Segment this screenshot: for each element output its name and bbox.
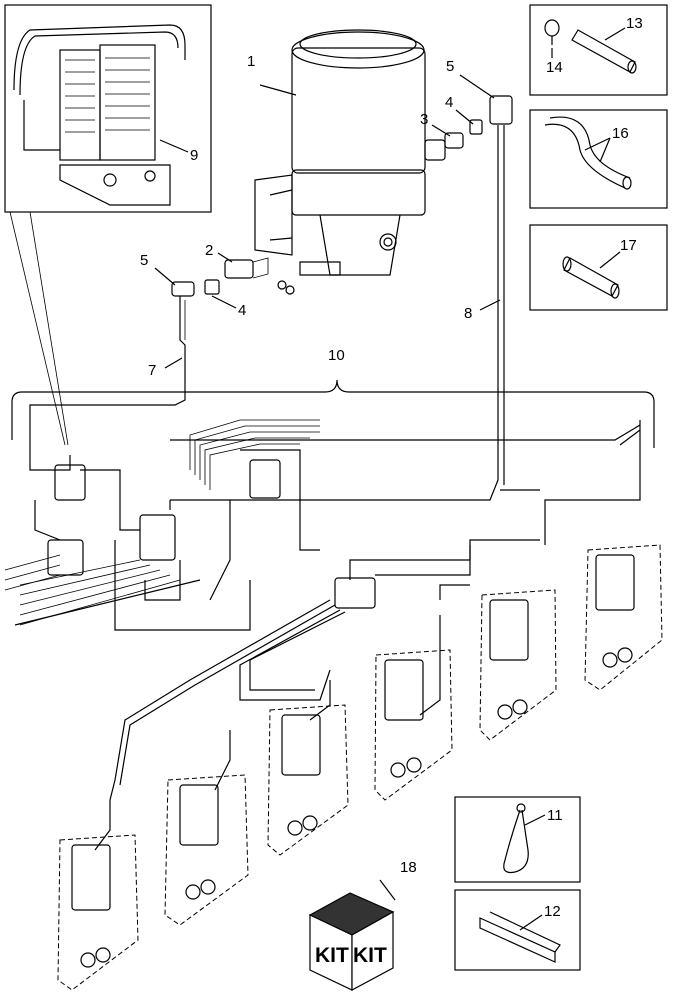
- callout-9: 9: [190, 147, 198, 164]
- inset-detail-16: 16: [529, 109, 668, 209]
- callout-8: 8: [464, 305, 472, 322]
- inset-detail-13-14: 13 14: [529, 4, 668, 96]
- inset-detail-12: 12: [454, 889, 581, 971]
- right-tee-assembly: 3 4 5 8: [170, 58, 513, 501]
- callout-4-left: 4: [238, 302, 246, 319]
- kit-label-left: KIT: [315, 944, 349, 967]
- block-ports: [65, 57, 150, 133]
- piping-network: [4, 419, 641, 851]
- callout-3: 3: [420, 111, 428, 128]
- pump-reservoir: 1: [247, 29, 426, 295]
- bracket-10: 10: [11, 347, 655, 448]
- inset-detail-11: 11: [454, 796, 581, 883]
- callout-13: 13: [626, 15, 643, 32]
- callout-11: 11: [547, 807, 563, 824]
- callout-7: 7: [148, 362, 156, 379]
- callout-4-right: 4: [445, 94, 453, 111]
- distributor-blocks: [47, 459, 663, 991]
- callout-5-left: 5: [140, 252, 148, 269]
- callout-10: 10: [328, 347, 345, 364]
- callout-17: 17: [620, 237, 637, 254]
- callout-18: 18: [400, 859, 417, 876]
- kit-label-right: KIT: [353, 944, 387, 967]
- fitting-2: 2: [205, 242, 269, 279]
- inset-detail-17: 17: [529, 224, 668, 311]
- left-tee-assembly: 5 4 7: [29, 252, 246, 440]
- inset-detail-9: 9: [4, 4, 212, 446]
- callout-12: 12: [544, 903, 561, 920]
- callout-5-right: 5: [446, 58, 454, 75]
- callout-14: 14: [546, 59, 563, 76]
- kit-box-18: KIT KIT 18: [308, 859, 417, 992]
- callout-1: 1: [247, 53, 255, 70]
- callout-2: 2: [205, 242, 213, 259]
- callout-16: 16: [612, 125, 629, 142]
